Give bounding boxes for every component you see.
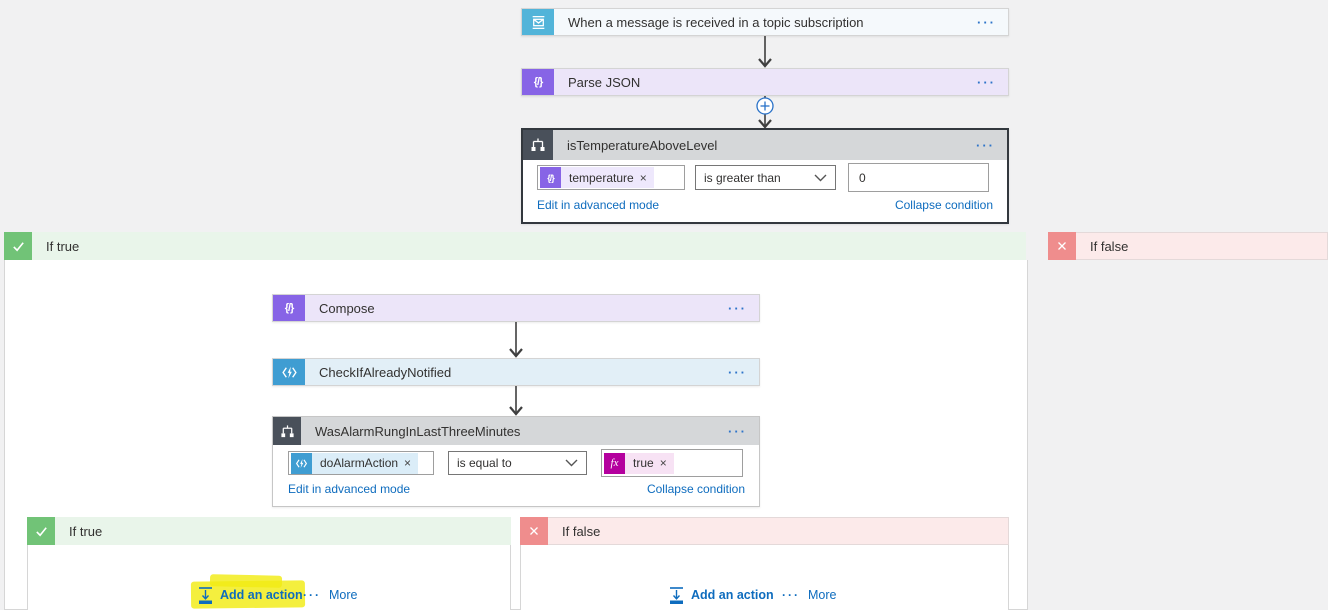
connector-arrow	[758, 36, 772, 68]
condition-value: 0	[859, 170, 866, 185]
edit-advanced-mode-link[interactable]: Edit in advanced mode	[537, 198, 660, 212]
compose-menu-icon[interactable]: ···	[728, 300, 747, 316]
compose-title: Compose	[319, 300, 375, 316]
service-bus-icon	[522, 9, 554, 35]
operator-value: is greater than	[704, 170, 781, 185]
x-icon	[520, 516, 548, 545]
operator-value: is equal to	[457, 456, 512, 470]
trigger-menu-icon[interactable]: ···	[977, 14, 996, 30]
parse-json-title: Parse JSON	[568, 74, 641, 90]
trigger-card[interactable]: When a message is received in a topic su…	[521, 8, 1009, 36]
function-card[interactable]: CheckIfAlreadyNotified ···	[272, 358, 760, 386]
condition-operand1-field[interactable]: doAlarmAction ×	[288, 451, 434, 475]
condition-outer-title: isTemperatureAboveLevel	[567, 137, 718, 153]
remove-token-icon[interactable]: ×	[402, 452, 419, 474]
nested-if-true-header[interactable]: If true	[27, 517, 511, 545]
x-icon	[1048, 231, 1076, 260]
branch-label: If false	[1090, 238, 1129, 254]
token-label: temperature	[561, 167, 638, 188]
add-action-button-true[interactable]: Add an action	[197, 585, 303, 605]
collapse-condition-link[interactable]: Collapse condition	[894, 198, 993, 212]
fx-expression-icon: fx	[604, 452, 625, 474]
more-dots-icon: ···	[782, 588, 800, 602]
more-label: More	[329, 588, 358, 602]
compose-icon: {/}	[273, 295, 305, 321]
chevron-down-icon	[814, 174, 827, 181]
branch-label: If true	[69, 523, 103, 539]
connector-arrow	[509, 322, 523, 358]
function-token-icon	[291, 452, 312, 474]
parse-json-card[interactable]: {/} Parse JSON ···	[521, 68, 1009, 96]
add-action-button-false[interactable]: Add an action	[668, 585, 774, 605]
condition-operand2-field[interactable]: fx true ×	[601, 449, 743, 477]
more-button-true[interactable]: ··· More	[303, 588, 357, 602]
nested-if-false-header[interactable]: If false	[520, 516, 1009, 545]
condition-operand1-field[interactable]: {/} temperature ×	[537, 165, 685, 190]
parse-json-menu-icon[interactable]: ···	[977, 74, 996, 90]
more-label: More	[808, 588, 837, 602]
condition-card-inner[interactable]: WasAlarmRungInLastThreeMinutes ··· doAla…	[272, 416, 760, 507]
operator-dropdown[interactable]: is equal to	[448, 451, 587, 475]
branch-if-false-header[interactable]: If false	[1048, 231, 1328, 260]
add-action-label: Add an action	[691, 588, 774, 602]
function-title: CheckIfAlreadyNotified	[319, 364, 452, 380]
chevron-down-icon	[565, 459, 578, 467]
condition-card-outer[interactable]: isTemperatureAboveLevel ··· {/} temperat…	[521, 128, 1009, 224]
nested-if-false-body	[520, 545, 1009, 610]
token-label: true	[625, 452, 658, 474]
operator-dropdown[interactable]: is greater than	[695, 165, 836, 190]
remove-token-icon[interactable]: ×	[657, 452, 674, 474]
connector-arrow	[509, 386, 523, 416]
compose-card[interactable]: {/} Compose ···	[272, 294, 760, 322]
function-menu-icon[interactable]: ···	[728, 364, 747, 380]
edit-advanced-mode-link[interactable]: Edit in advanced mode	[288, 482, 411, 496]
branch-label: If false	[562, 523, 601, 539]
token-label: doAlarmAction	[312, 452, 403, 474]
branch-label: If true	[46, 238, 80, 254]
add-action-icon	[670, 587, 683, 604]
add-action-label: Add an action	[220, 588, 303, 602]
more-button-false[interactable]: ··· More	[782, 588, 836, 602]
collapse-condition-link[interactable]: Collapse condition	[646, 482, 745, 496]
check-icon	[4, 232, 32, 260]
trigger-title: When a message is received in a topic su…	[568, 14, 864, 30]
parse-json-token-icon: {/}	[540, 167, 561, 188]
check-icon	[27, 517, 55, 545]
condition-icon	[523, 130, 553, 160]
azure-function-icon	[273, 359, 305, 385]
insert-step-button[interactable]	[756, 96, 774, 129]
branch-if-true-header[interactable]: If true	[4, 232, 1026, 260]
more-dots-icon: ···	[303, 588, 321, 602]
add-action-icon	[199, 587, 212, 604]
remove-token-icon[interactable]: ×	[637, 167, 654, 188]
condition-value-field[interactable]: 0	[848, 163, 989, 192]
condition-icon	[273, 417, 301, 445]
condition-inner-menu-icon[interactable]: ···	[728, 423, 747, 439]
condition-outer-menu-icon[interactable]: ···	[976, 137, 995, 153]
parse-json-icon: {/}	[522, 69, 554, 95]
condition-inner-title: WasAlarmRungInLastThreeMinutes	[315, 423, 521, 439]
